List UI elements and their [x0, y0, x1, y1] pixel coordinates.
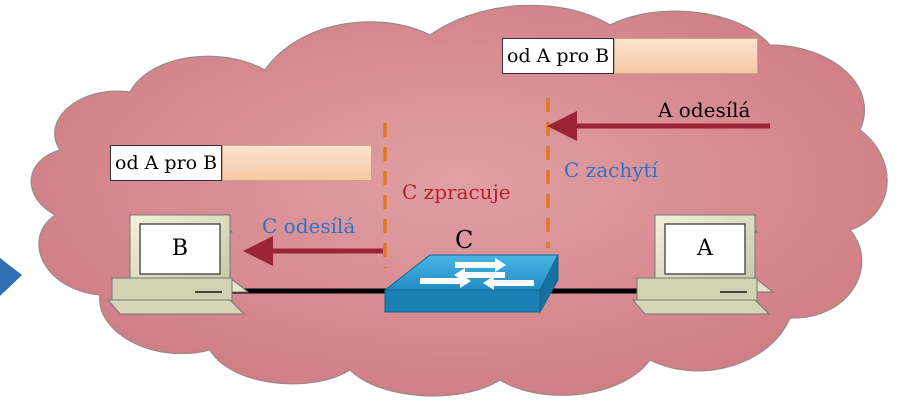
packet-top: od A pro B	[502, 38, 758, 74]
label-c-processes: C zpracuje	[402, 180, 511, 204]
packet-left-payload	[222, 145, 372, 181]
computer-a-label: A	[697, 236, 713, 261]
packet-top-payload	[614, 38, 758, 74]
computer-b-icon	[106, 214, 250, 315]
packet-left-header: od A pro B	[110, 145, 223, 181]
computer-a-icon	[631, 214, 775, 315]
label-c-sends: C odesílá	[262, 214, 356, 238]
computer-b-label: B	[171, 236, 189, 261]
switch-label: C	[455, 226, 474, 254]
switch-icon	[383, 254, 559, 314]
packet-top-header: od A pro B	[502, 38, 615, 74]
label-a-sends: A odesílá	[658, 98, 751, 122]
label-c-captures: C zachytí	[564, 158, 658, 182]
packet-left: od A pro B	[110, 145, 372, 181]
left-edge-arrow-icon	[0, 258, 22, 296]
